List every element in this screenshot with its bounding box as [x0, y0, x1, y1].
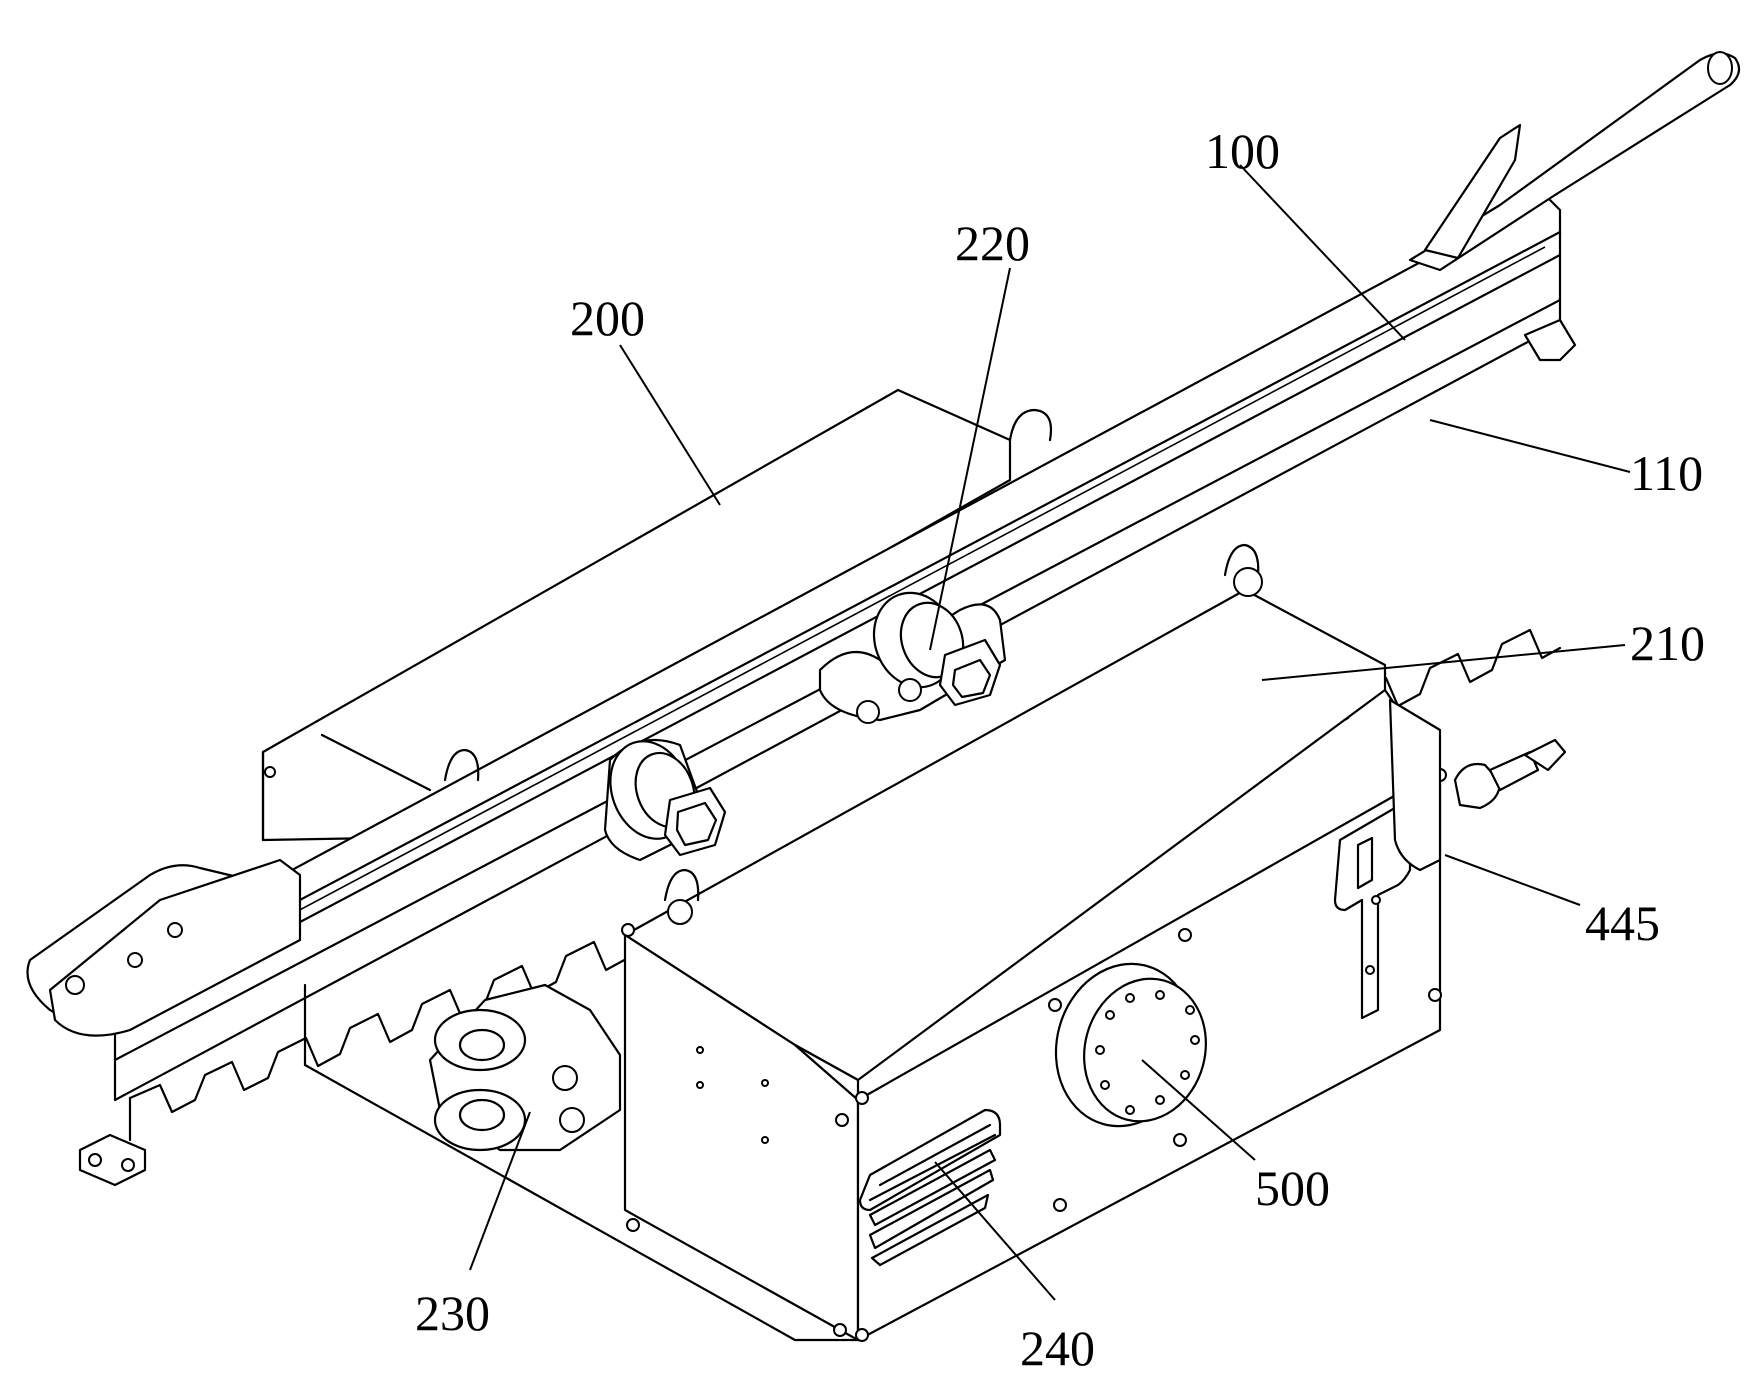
- label-445: 445: [1585, 895, 1660, 951]
- label-220: 220: [955, 215, 1030, 271]
- right-end-handle: [1408, 51, 1741, 362]
- label-100: 100: [1205, 123, 1280, 179]
- rear-housing: [261, 388, 1012, 842]
- guide-rollers: [443, 408, 1263, 925]
- label-210: 210: [1630, 615, 1705, 671]
- vent-grille: [858, 1108, 1002, 1267]
- label-230: 230: [415, 1285, 490, 1341]
- hose-fitting: [1388, 698, 1567, 872]
- label-200: 200: [570, 290, 645, 346]
- label-500: 500: [1255, 1160, 1330, 1216]
- label-110: 110: [1630, 445, 1703, 501]
- motor-cover: [1054, 962, 1207, 1128]
- lower-clevis: [428, 983, 622, 1152]
- leader-lines: [469, 164, 1631, 1301]
- reference-numerals: 100 110 200 210 220 230 240 445 500: [415, 123, 1705, 1376]
- label-240: 240: [1020, 1320, 1095, 1376]
- left-end-clevis: [26, 858, 302, 1187]
